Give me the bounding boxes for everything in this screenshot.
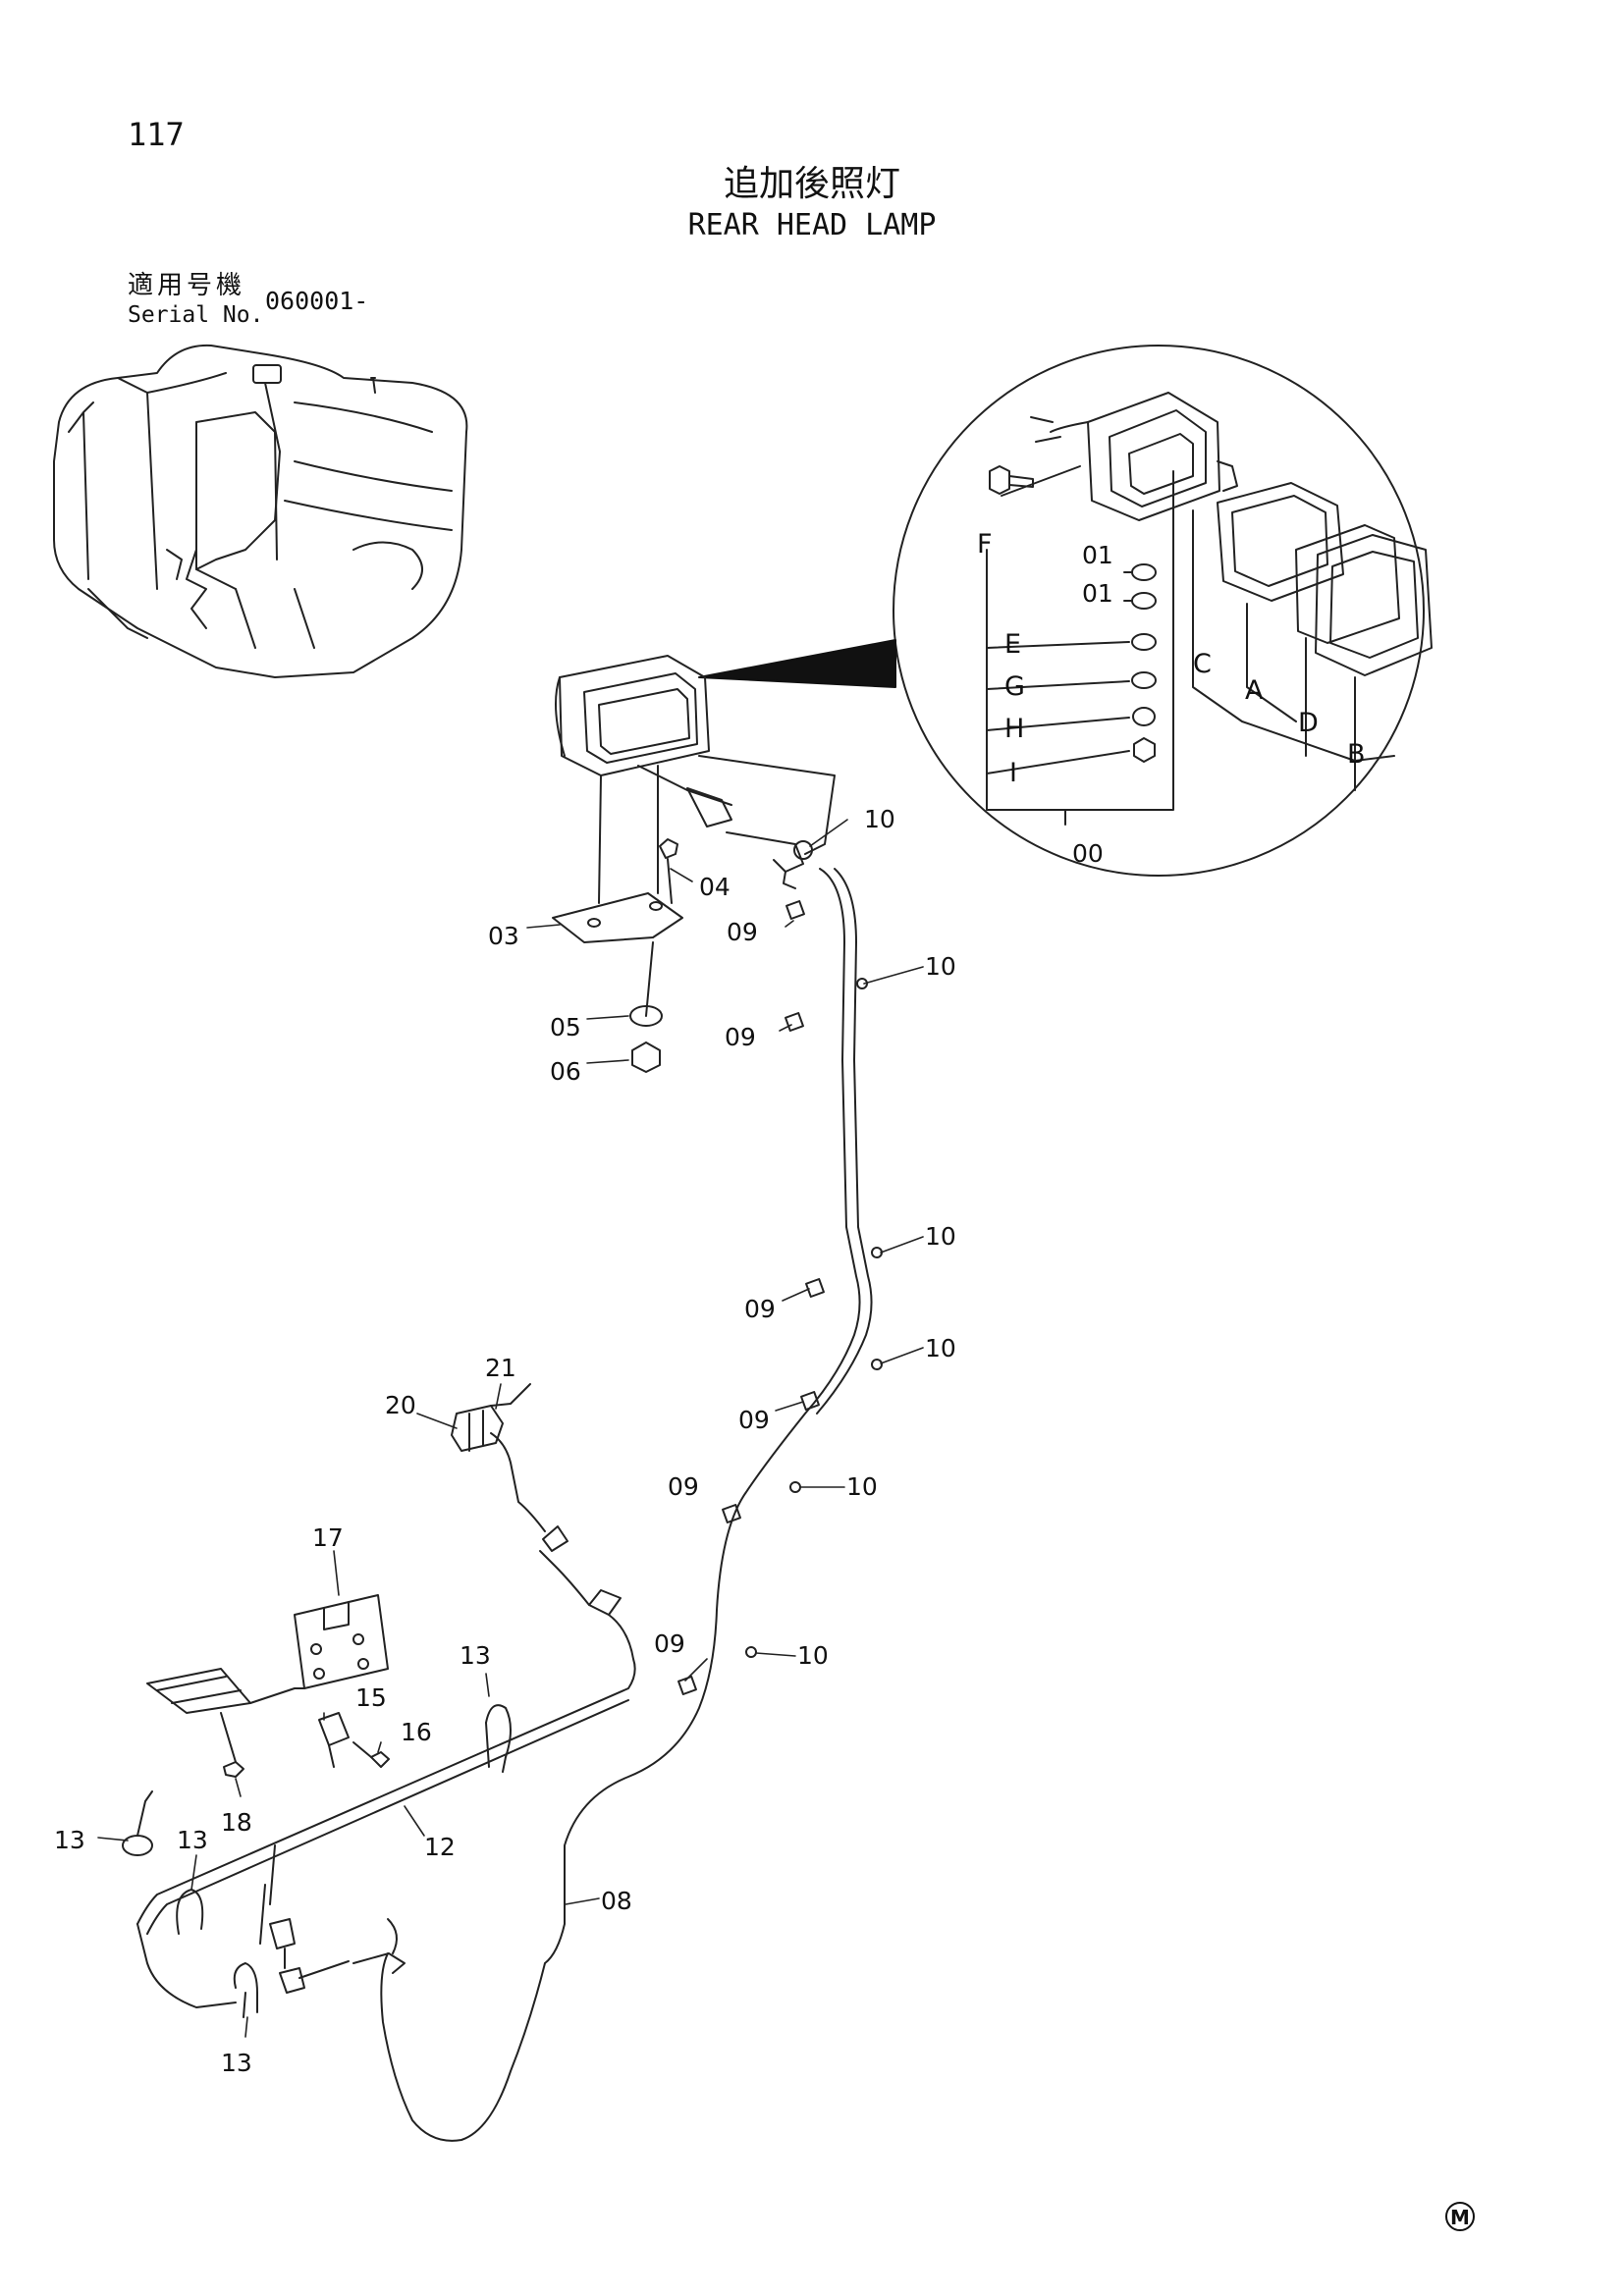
label-d: D — [1298, 708, 1319, 738]
label-06: 06 — [550, 1057, 581, 1086]
label-13-c: 13 — [177, 1826, 208, 1854]
label-18: 18 — [221, 1808, 252, 1837]
label-20: 20 — [385, 1391, 416, 1419]
label-00: 00 — [1072, 839, 1104, 868]
label-04: 04 — [699, 873, 731, 901]
label-08: 08 — [601, 1887, 632, 1915]
label-a: A — [1245, 675, 1264, 706]
serial-label-english: Serial No. — [128, 302, 264, 328]
serial-label-japanese: 適用号機 — [128, 271, 246, 300]
label-10-a: 10 — [864, 805, 895, 833]
label-leader-lines — [97, 819, 924, 2038]
label-10-c: 10 — [925, 1222, 956, 1251]
page-title-japanese: 追加後照灯 — [723, 164, 900, 204]
label-03: 03 — [488, 922, 519, 950]
label-21: 21 — [485, 1354, 516, 1382]
label-15: 15 — [355, 1683, 387, 1712]
label-01-b: 01 — [1082, 579, 1113, 608]
label-h: H — [1004, 714, 1024, 744]
label-12: 12 — [424, 1833, 456, 1861]
label-e: E — [1004, 629, 1021, 660]
page-title-english: REAR HEAD LAMP — [687, 208, 937, 242]
label-13-b: 13 — [54, 1826, 85, 1854]
label-c: C — [1193, 649, 1212, 679]
label-09-e: 09 — [668, 1472, 699, 1501]
m-mark-logo: M — [1445, 2202, 1475, 2231]
rear-head-lamp-assembly — [552, 655, 836, 1073]
label-10-b: 10 — [925, 952, 956, 981]
label-i: I — [1009, 758, 1017, 788]
label-01-a: 01 — [1082, 541, 1113, 569]
excavator-overview-illustration — [53, 344, 468, 678]
label-16: 16 — [401, 1718, 432, 1746]
label-09-f: 09 — [654, 1629, 685, 1658]
wire-harness-08 — [352, 868, 873, 2142]
svg-text:M: M — [1450, 2206, 1470, 2229]
relay-harness-group — [122, 1383, 636, 2018]
label-09-a: 09 — [727, 918, 758, 946]
label-09-d: 09 — [738, 1406, 770, 1434]
label-f: F — [977, 529, 993, 560]
label-09-c: 09 — [744, 1295, 776, 1323]
label-09-b: 09 — [725, 1023, 756, 1051]
label-10-d: 10 — [925, 1334, 956, 1362]
serial-number-value: 060001- — [265, 287, 369, 315]
label-13-a: 13 — [460, 1641, 491, 1670]
label-13-d: 13 — [221, 2049, 252, 2077]
label-10-e: 10 — [846, 1472, 878, 1501]
label-g: G — [1004, 671, 1025, 702]
page-number: 117 — [128, 116, 185, 153]
label-10-f: 10 — [797, 1641, 829, 1670]
label-05: 05 — [550, 1013, 581, 1041]
harness-clips — [677, 840, 883, 1695]
part-labels: 00 01 01 A B C D E F G H I 03 04 05 06 0… — [54, 529, 1366, 2077]
lamp-detail-callout — [698, 345, 1433, 877]
label-17: 17 — [312, 1523, 344, 1552]
label-b: B — [1347, 739, 1366, 770]
